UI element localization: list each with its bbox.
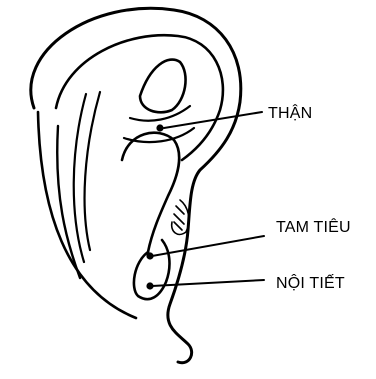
concha-outline <box>122 133 179 252</box>
tragus-shading <box>172 200 189 234</box>
leader-line-tam-tieu <box>152 236 264 256</box>
helix-inner-rim <box>38 112 136 318</box>
triangular-fossa-outline <box>140 60 186 113</box>
label-tam-tieu: TAM TIÊU <box>276 217 351 236</box>
label-than: THẬN <box>268 103 312 122</box>
than-point-marker <box>156 124 163 131</box>
lobule-outline <box>134 240 170 299</box>
tam-tieu-point-marker <box>146 252 153 259</box>
ear-outer-outline <box>31 8 241 362</box>
scapha-line-2 <box>85 92 100 250</box>
label-noi-tiet: NỘI TIẾT <box>276 273 345 292</box>
noi-tiet-point-marker <box>146 282 153 289</box>
leader-line-noi-tiet <box>152 280 264 286</box>
